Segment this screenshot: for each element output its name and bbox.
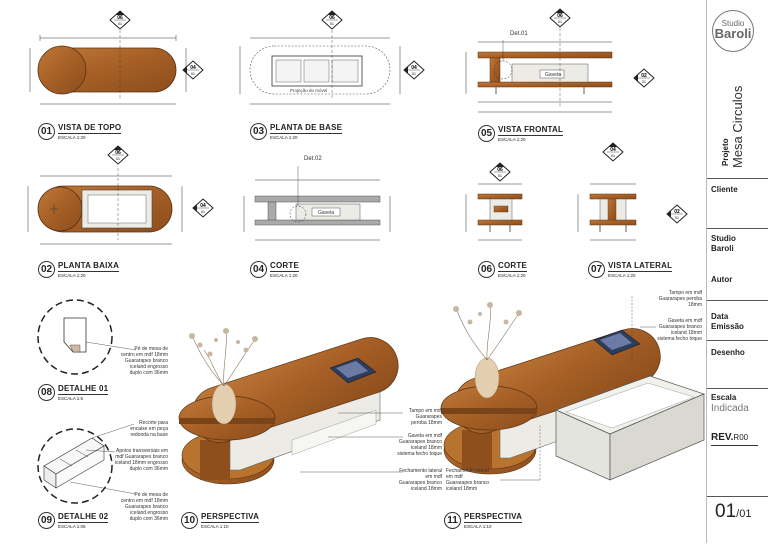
svg-text:01: 01	[191, 72, 195, 76]
svg-text:02: 02	[674, 209, 680, 215]
marker-04-b: 04 01	[403, 60, 425, 80]
rev-value: R00	[733, 433, 749, 442]
marker-06-a: 06 01	[109, 10, 131, 30]
note-d01-pe: Pé de mesa de centro em mdf 18mm Guarara…	[120, 346, 168, 376]
svg-text:01: 01	[412, 72, 416, 76]
svg-text:06: 06	[115, 150, 121, 156]
escala-label: Escala	[711, 393, 737, 402]
gaveta-label-04: Gaveta	[318, 210, 334, 216]
svg-text:06: 06	[557, 13, 563, 19]
drawing-sheet: Projeção do móvel Gaveta Det.01	[27, 8, 705, 529]
divider	[707, 388, 768, 389]
svg-text:06: 06	[497, 167, 503, 173]
det02-label: Det.02	[304, 156, 322, 162]
gaveta-label-05: Gaveta	[545, 72, 561, 78]
sheet-number: 01/01	[715, 501, 751, 523]
marker-06-b: 06 01	[321, 10, 343, 30]
data-label: Data	[711, 312, 729, 321]
marker-02-a: 02 01	[633, 68, 655, 88]
title-block: Studio Baroli Projeto Mesa Circulos Clie…	[706, 0, 768, 543]
sheet-current: 01	[715, 501, 737, 522]
cliente-label: Cliente	[711, 185, 738, 194]
svg-text:04: 04	[190, 65, 196, 71]
marker-04-a: 04 01	[182, 60, 204, 80]
svg-text:04: 04	[610, 147, 616, 153]
svg-text:01: 01	[116, 157, 120, 161]
divider	[707, 300, 768, 301]
svg-text:01: 01	[558, 20, 562, 24]
view-03-base-plan: Projeção do móvel	[239, 30, 401, 105]
det01-label: Det.01	[510, 31, 528, 37]
divider	[707, 496, 768, 497]
note-p11-gaveta: Gaveta em mdf Guararapes branco iceland …	[657, 318, 702, 342]
svg-text:04: 04	[200, 203, 206, 209]
escala-value: Indicada	[711, 403, 749, 414]
technical-drawing: Projeção do móvel Gaveta Det.01	[27, 8, 705, 504]
view-02-floor-plan	[27, 168, 183, 245]
perspective-11	[440, 296, 705, 481]
view-07-side	[577, 183, 637, 241]
svg-text:01: 01	[118, 22, 122, 26]
projecao-label: Projeção do móvel	[290, 88, 327, 93]
project-block: Projeto Mesa Circulos	[707, 66, 768, 172]
divider	[707, 178, 768, 179]
rev-label: REV.	[711, 432, 734, 443]
emissao-label: Emissão	[711, 322, 744, 331]
svg-text:01: 01	[201, 210, 205, 214]
note-p10-fechamento: Fechamento lateral em mdf Guararapes bra…	[398, 468, 442, 492]
marker-04-c: 04 01	[192, 198, 214, 218]
svg-text:06: 06	[329, 15, 335, 21]
desenho-label: Desenho	[711, 348, 745, 357]
marker-06-e: 06 01	[489, 162, 511, 182]
divider	[707, 228, 768, 229]
view-01-top	[29, 30, 187, 105]
svg-text:01: 01	[498, 174, 502, 178]
studio-logo: Studio Baroli	[712, 10, 754, 52]
svg-text:01: 01	[642, 80, 646, 84]
projeto-value: Mesa Circulos	[730, 85, 745, 168]
autor-label: Autor	[711, 275, 733, 284]
view-04-section: Gaveta Det.02	[243, 156, 391, 241]
studio-name-2: Baroli	[711, 244, 734, 253]
svg-text:02: 02	[641, 73, 647, 79]
marker-06-c: 06 01	[549, 8, 571, 28]
note-p11-tampo: Tampo em mdf Guararapes peroba 18mm	[658, 290, 702, 308]
section-markers: 06 01 04 01 06 01 04 01 06	[107, 8, 688, 224]
view-05-front: Gaveta Det.01	[465, 28, 613, 113]
note-d02-apoios: Apoios transversais em mdf Guararapes br…	[114, 448, 168, 472]
svg-text:01: 01	[330, 22, 334, 26]
marker-02-b: 02 01	[666, 204, 688, 224]
marker-04-d: 04 01	[602, 142, 624, 162]
sheet-total: /01	[736, 508, 752, 520]
note-p10-tampo: Tampo em mdf Guararapes peroba 18mm	[408, 408, 442, 426]
detail-09	[37, 423, 137, 504]
studio-name-1: Studio	[711, 234, 736, 243]
note-p10-gaveta: Gaveta em mdf Guararapes branco iceland …	[397, 433, 442, 457]
view-06-section	[465, 183, 523, 241]
divider	[707, 340, 768, 341]
marker-06-d: 06 01	[107, 145, 129, 165]
note-p11-fechamento: Fechamento lateral em mdf Guararapes bra…	[446, 468, 490, 492]
svg-text:04: 04	[411, 65, 417, 71]
rev-block: REV.R00	[711, 427, 759, 446]
note-d02-recorte: Recorte para encaixe em peça redonda na …	[130, 420, 168, 438]
detail-08	[37, 299, 137, 375]
svg-text:06: 06	[117, 15, 123, 21]
svg-text:01: 01	[675, 216, 679, 220]
svg-text:01: 01	[611, 154, 615, 158]
perspective-10	[178, 328, 403, 485]
note-d02-pe: Pé de mesa de centro em mdf 18mm Guarara…	[120, 492, 168, 522]
